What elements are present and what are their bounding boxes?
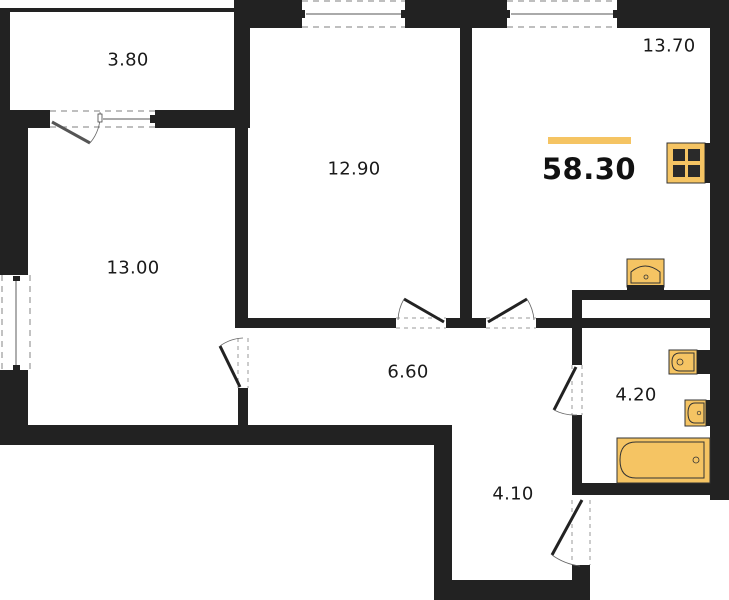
window-frames: [13, 10, 618, 370]
total-area: 58.30: [541, 152, 637, 186]
total-area-accent-bar: [548, 137, 631, 144]
hall-top-wall-left: [248, 318, 396, 328]
door-entrance[interactable]: [550, 499, 591, 567]
room-area-bedroom-left: 13.00: [106, 257, 160, 279]
left-wall-upper: [0, 110, 28, 275]
partition-13-1290-mid: [235, 128, 248, 328]
hall-top-wall-right: [536, 318, 582, 328]
kitchen-sink-icon: [626, 258, 665, 290]
room-area-balcony: 3.80: [107, 49, 149, 71]
stove-icon: [666, 142, 710, 184]
hall-top-wall-mid: [446, 318, 486, 328]
windows: [1, 0, 617, 370]
partition-13-1290-upper: [238, 28, 248, 160]
door-bedroom-middle[interactable]: [396, 297, 446, 329]
room-area-bathroom: 4.20: [615, 384, 657, 406]
top-wall-seg1: [234, 0, 302, 28]
bath-bottom-wall: [572, 483, 729, 495]
bath-left-wall-upper: [572, 290, 582, 365]
top-wall-seg2: [405, 0, 507, 28]
balcony-door[interactable]: [51, 111, 103, 145]
bathtub-icon: [616, 437, 711, 484]
room-area-bedroom-middle: 12.90: [327, 158, 381, 180]
partition-13-hall-lower: [238, 388, 248, 428]
bottom-wall-left: [0, 425, 450, 445]
corridor-bottom-wall: [434, 580, 590, 600]
bath-duct-top: [572, 290, 720, 300]
room-area-hallway: 6.60: [387, 361, 429, 383]
room-area-kitchen-living: 13.70: [642, 35, 696, 57]
balcony-bottom-wall-right: [155, 110, 250, 128]
bath-left-wall-lower: [572, 415, 582, 495]
room-area-corridor: 4.10: [492, 483, 534, 505]
balcony-top-wall: [0, 8, 250, 12]
door-bathroom[interactable]: [552, 365, 583, 416]
doors: [218, 297, 591, 567]
corridor-left-wall: [434, 425, 452, 600]
partition-1290-1370: [460, 28, 472, 318]
washbasin-icon: [684, 399, 710, 427]
balcony-wall-left: [0, 10, 10, 110]
right-wall: [710, 0, 729, 500]
toilet-icon: [668, 349, 710, 375]
door-kitchen[interactable]: [486, 297, 536, 329]
door-bedroom-left[interactable]: [218, 337, 249, 388]
corridor-right-wall: [572, 565, 590, 600]
bath-top-wall: [572, 318, 720, 328]
